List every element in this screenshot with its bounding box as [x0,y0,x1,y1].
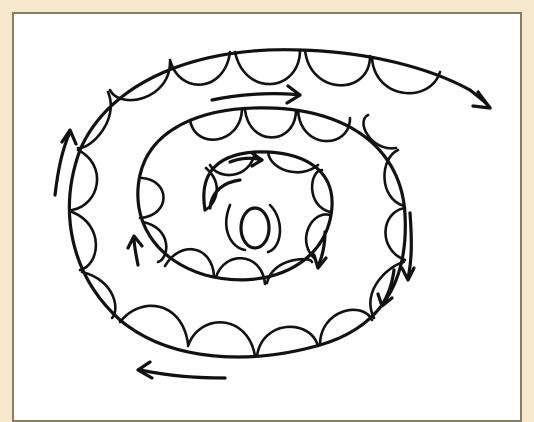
flow-arrows [55,86,490,378]
arrow-top [212,94,300,100]
center-oval [241,208,269,248]
center-loops [226,205,280,252]
arrow-right-down-1 [408,213,411,278]
arrow-center-curve [210,180,240,208]
inner-scallops [140,152,330,284]
outer-spiral-ring [69,50,470,357]
outer-scallops [72,50,440,356]
